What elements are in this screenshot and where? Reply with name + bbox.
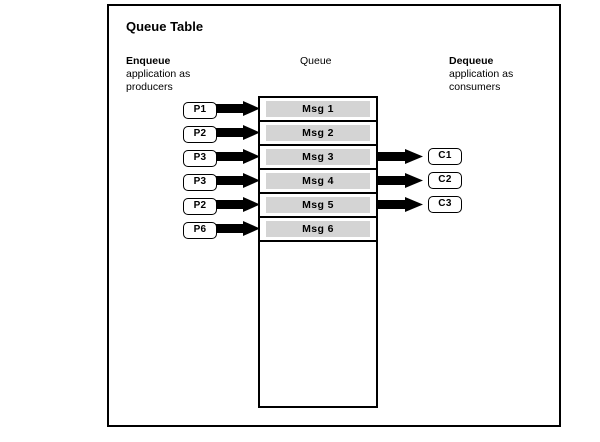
right-block-arrow-icon <box>216 197 260 212</box>
caption-dequeue: Dequeue application as consumers <box>449 55 513 94</box>
queue-row: Msg 6 <box>260 218 376 242</box>
right-block-arrow-icon <box>377 173 423 188</box>
caption-enqueue-line2: application as <box>126 68 191 80</box>
caption-enqueue-head: Enqueue <box>126 55 171 67</box>
queue-empty-space <box>260 242 376 404</box>
consumer-box[interactable]: C1 <box>428 148 462 165</box>
queue-row: Msg 4 <box>260 170 376 194</box>
consumer-box[interactable]: C3 <box>428 196 462 213</box>
consumer-box[interactable]: C2 <box>428 172 462 189</box>
caption-enqueue: Enqueue application as producers <box>126 55 190 94</box>
caption-dequeue-line3: consumers <box>449 81 501 93</box>
producer-box[interactable]: P2 <box>183 198 217 215</box>
right-block-arrow-icon <box>216 101 260 116</box>
right-block-arrow-icon <box>377 149 423 164</box>
right-block-arrow-icon <box>216 221 260 236</box>
page-title: Queue Table <box>126 19 204 34</box>
caption-dequeue-head: Dequeue <box>449 55 494 67</box>
right-block-arrow-icon <box>377 197 423 212</box>
queue-row: Msg 1 <box>260 98 376 122</box>
queue-row: Msg 3 <box>260 146 376 170</box>
message-bar: Msg 3 <box>266 149 370 165</box>
right-block-arrow-icon <box>216 173 260 188</box>
caption-queue-label: Queue <box>300 55 332 67</box>
caption-enqueue-line3: producers <box>126 81 173 93</box>
producer-box[interactable]: P3 <box>183 174 217 191</box>
caption-queue: Queue <box>300 55 332 68</box>
caption-dequeue-line2: application as <box>449 68 514 80</box>
producer-box[interactable]: P1 <box>183 102 217 119</box>
producer-box[interactable]: P2 <box>183 126 217 143</box>
producer-box[interactable]: P6 <box>183 222 217 239</box>
message-bar: Msg 1 <box>266 101 370 117</box>
queue-row: Msg 5 <box>260 194 376 218</box>
producer-box[interactable]: P3 <box>183 150 217 167</box>
message-bar: Msg 4 <box>266 173 370 189</box>
message-bar: Msg 6 <box>266 221 370 237</box>
message-bar: Msg 2 <box>266 125 370 141</box>
queue-row: Msg 2 <box>260 122 376 146</box>
queue-table: Msg 1 Msg 2 Msg 3 Msg 4 Msg 5 Msg 6 <box>258 96 378 408</box>
right-block-arrow-icon <box>216 149 260 164</box>
right-block-arrow-icon <box>216 125 260 140</box>
message-bar: Msg 5 <box>266 197 370 213</box>
